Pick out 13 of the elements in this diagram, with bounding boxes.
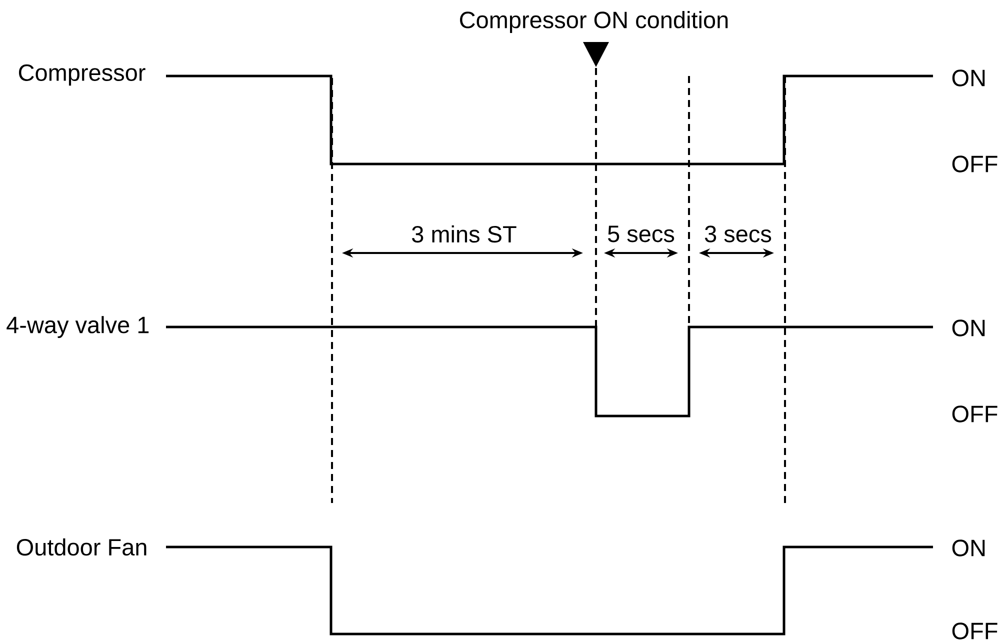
duration-label: 5 secs: [608, 226, 674, 242]
state-label: ON: [952, 70, 985, 86]
state-label: OFF: [952, 406, 998, 422]
duration-label: 3 secs: [704, 226, 772, 242]
signal-name: Outdoor Fan: [16, 538, 146, 556]
state-label: ON: [952, 320, 985, 336]
state-label: OFF: [952, 622, 998, 640]
signal-name: Compressor: [18, 64, 146, 86]
signal-name: 4-way valve 1: [6, 316, 149, 338]
annotation-text: Compressor ON condition: [460, 11, 728, 33]
state-label: OFF: [952, 156, 998, 172]
state-label: ON: [952, 540, 985, 556]
duration-label: 3 mins ST: [412, 225, 516, 243]
